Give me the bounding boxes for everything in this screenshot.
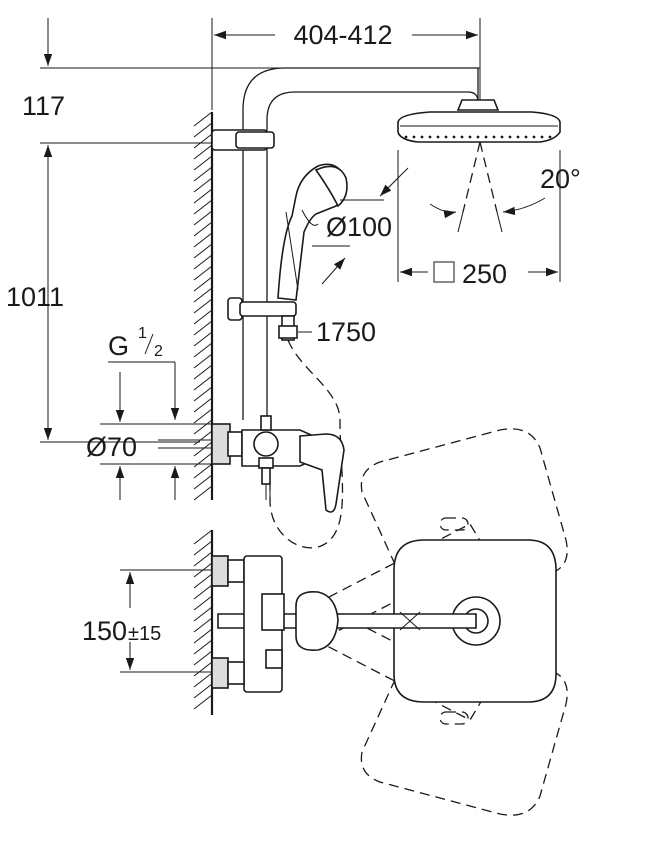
wall-hatch-line xyxy=(193,419,213,435)
nozzle-dot xyxy=(500,135,504,139)
height-dimensions: 117 1011 xyxy=(6,18,480,443)
head-size-dimension: 250 xyxy=(397,150,561,289)
wall-hatch-line xyxy=(193,529,213,545)
wall-hatch-line xyxy=(193,584,213,600)
hose xyxy=(269,339,344,549)
riser-pipe xyxy=(211,67,479,420)
thread-den-label: 2 xyxy=(154,343,163,360)
nozzle-dot xyxy=(492,135,496,139)
wall-hatch-line xyxy=(193,155,213,171)
wall-hatch-line xyxy=(193,694,213,710)
wall-hatch-line xyxy=(193,342,213,358)
nozzle-dot xyxy=(524,135,528,139)
nozzle-dot xyxy=(468,135,472,139)
wall-hatch-line xyxy=(193,265,213,281)
wall-hatch-line xyxy=(193,661,213,677)
nozzle-dot xyxy=(540,135,544,139)
wall-hatch-line xyxy=(193,386,213,402)
wall-hatch-line xyxy=(193,199,213,215)
wall-hatch-line xyxy=(193,320,213,336)
wall-hatch-line xyxy=(193,331,213,347)
wall-hatch-line xyxy=(193,364,213,380)
nozzle-dot xyxy=(548,135,552,139)
nozzle-dot xyxy=(516,135,520,139)
wall-hatch-line xyxy=(193,397,213,413)
wall-hatch-line xyxy=(193,551,213,567)
wall-hatch-line xyxy=(193,485,213,501)
hose-length-label: 1750 xyxy=(316,317,376,347)
wall-hatch-line xyxy=(193,463,213,479)
wall-hatch-line xyxy=(193,276,213,292)
wall-hatch-line xyxy=(193,573,213,589)
center-distance-dimension: 150 ±15 xyxy=(82,569,212,673)
wall-hatch-line xyxy=(193,111,213,127)
wall-hatch-line xyxy=(193,628,213,644)
height-label: 1011 xyxy=(6,282,64,312)
wall-hatch-line xyxy=(193,375,213,391)
wall-hatch-line xyxy=(193,672,213,688)
wall-lower xyxy=(193,529,214,715)
nozzle-dot xyxy=(444,135,448,139)
wall-hatch-line xyxy=(193,287,213,303)
nozzle-dot xyxy=(508,135,512,139)
width-dimension: 404-412 xyxy=(211,18,481,110)
wall-hatch-line xyxy=(193,309,213,325)
mixer-side-view xyxy=(211,415,345,513)
nozzle-dot xyxy=(476,135,480,139)
wall-hatch-line xyxy=(193,474,213,490)
thread-num-label: 1 xyxy=(138,325,147,342)
center-distance-label: 150 xyxy=(82,616,127,646)
wall-hatch-line xyxy=(193,595,213,611)
nozzle-dot xyxy=(460,135,464,139)
wall-hatch-line xyxy=(193,540,213,556)
nozzle-dot xyxy=(452,135,456,139)
nozzle-dot xyxy=(404,135,408,139)
wall-hatch-line xyxy=(193,683,213,699)
thread-g-label: G xyxy=(108,331,129,361)
nozzle-dot xyxy=(412,135,416,139)
center-tolerance-label: ±15 xyxy=(128,623,161,645)
wall-hatch-line xyxy=(193,353,213,369)
hand-shower-holder: 1750 xyxy=(227,297,376,347)
wall-hatch-line xyxy=(193,650,213,666)
wall-hatch-line xyxy=(193,122,213,138)
wall-hatch-line xyxy=(193,133,213,149)
nozzle-dot xyxy=(532,135,536,139)
head-offset-label: 117 xyxy=(22,91,65,121)
wall-hatch-line xyxy=(193,452,213,468)
head-size-label: 250 xyxy=(462,259,507,289)
mixer-top-view xyxy=(211,555,285,693)
wall-hatch-line xyxy=(193,232,213,248)
wall-hatch-line xyxy=(193,243,213,259)
nozzle-dot xyxy=(436,135,440,139)
nozzle-dot xyxy=(420,135,424,139)
width-range-label: 404-412 xyxy=(293,20,392,50)
handshower-diameter-label: Ø100 xyxy=(326,212,392,242)
wall-hatch-line xyxy=(193,188,213,204)
nozzle-dot xyxy=(484,135,488,139)
wall-hatch-line xyxy=(193,166,213,182)
connector-diameter-dimension: Ø70 xyxy=(86,372,212,500)
wall-hatch-line xyxy=(193,606,213,622)
wall-hatch-line xyxy=(193,254,213,270)
hand-shower: Ø100 xyxy=(277,163,409,301)
thread-label: G 1 2 xyxy=(108,325,180,500)
wall-hatch-line xyxy=(193,430,213,446)
wall-hatch-line xyxy=(193,144,213,160)
wall-hatch-line xyxy=(193,617,213,633)
wall-hatch-line xyxy=(193,177,213,193)
connector-diameter-label: Ø70 xyxy=(86,432,137,462)
wall-hatch-line xyxy=(193,441,213,457)
wall-hatch-line xyxy=(193,408,213,424)
wall-hatch-line xyxy=(193,298,213,314)
wall-hatch-line xyxy=(193,221,213,237)
nozzle-dot xyxy=(428,135,432,139)
head-shower: 20° xyxy=(397,99,581,233)
wall-hatch-line xyxy=(193,210,213,226)
wall-hatch-line xyxy=(193,639,213,655)
